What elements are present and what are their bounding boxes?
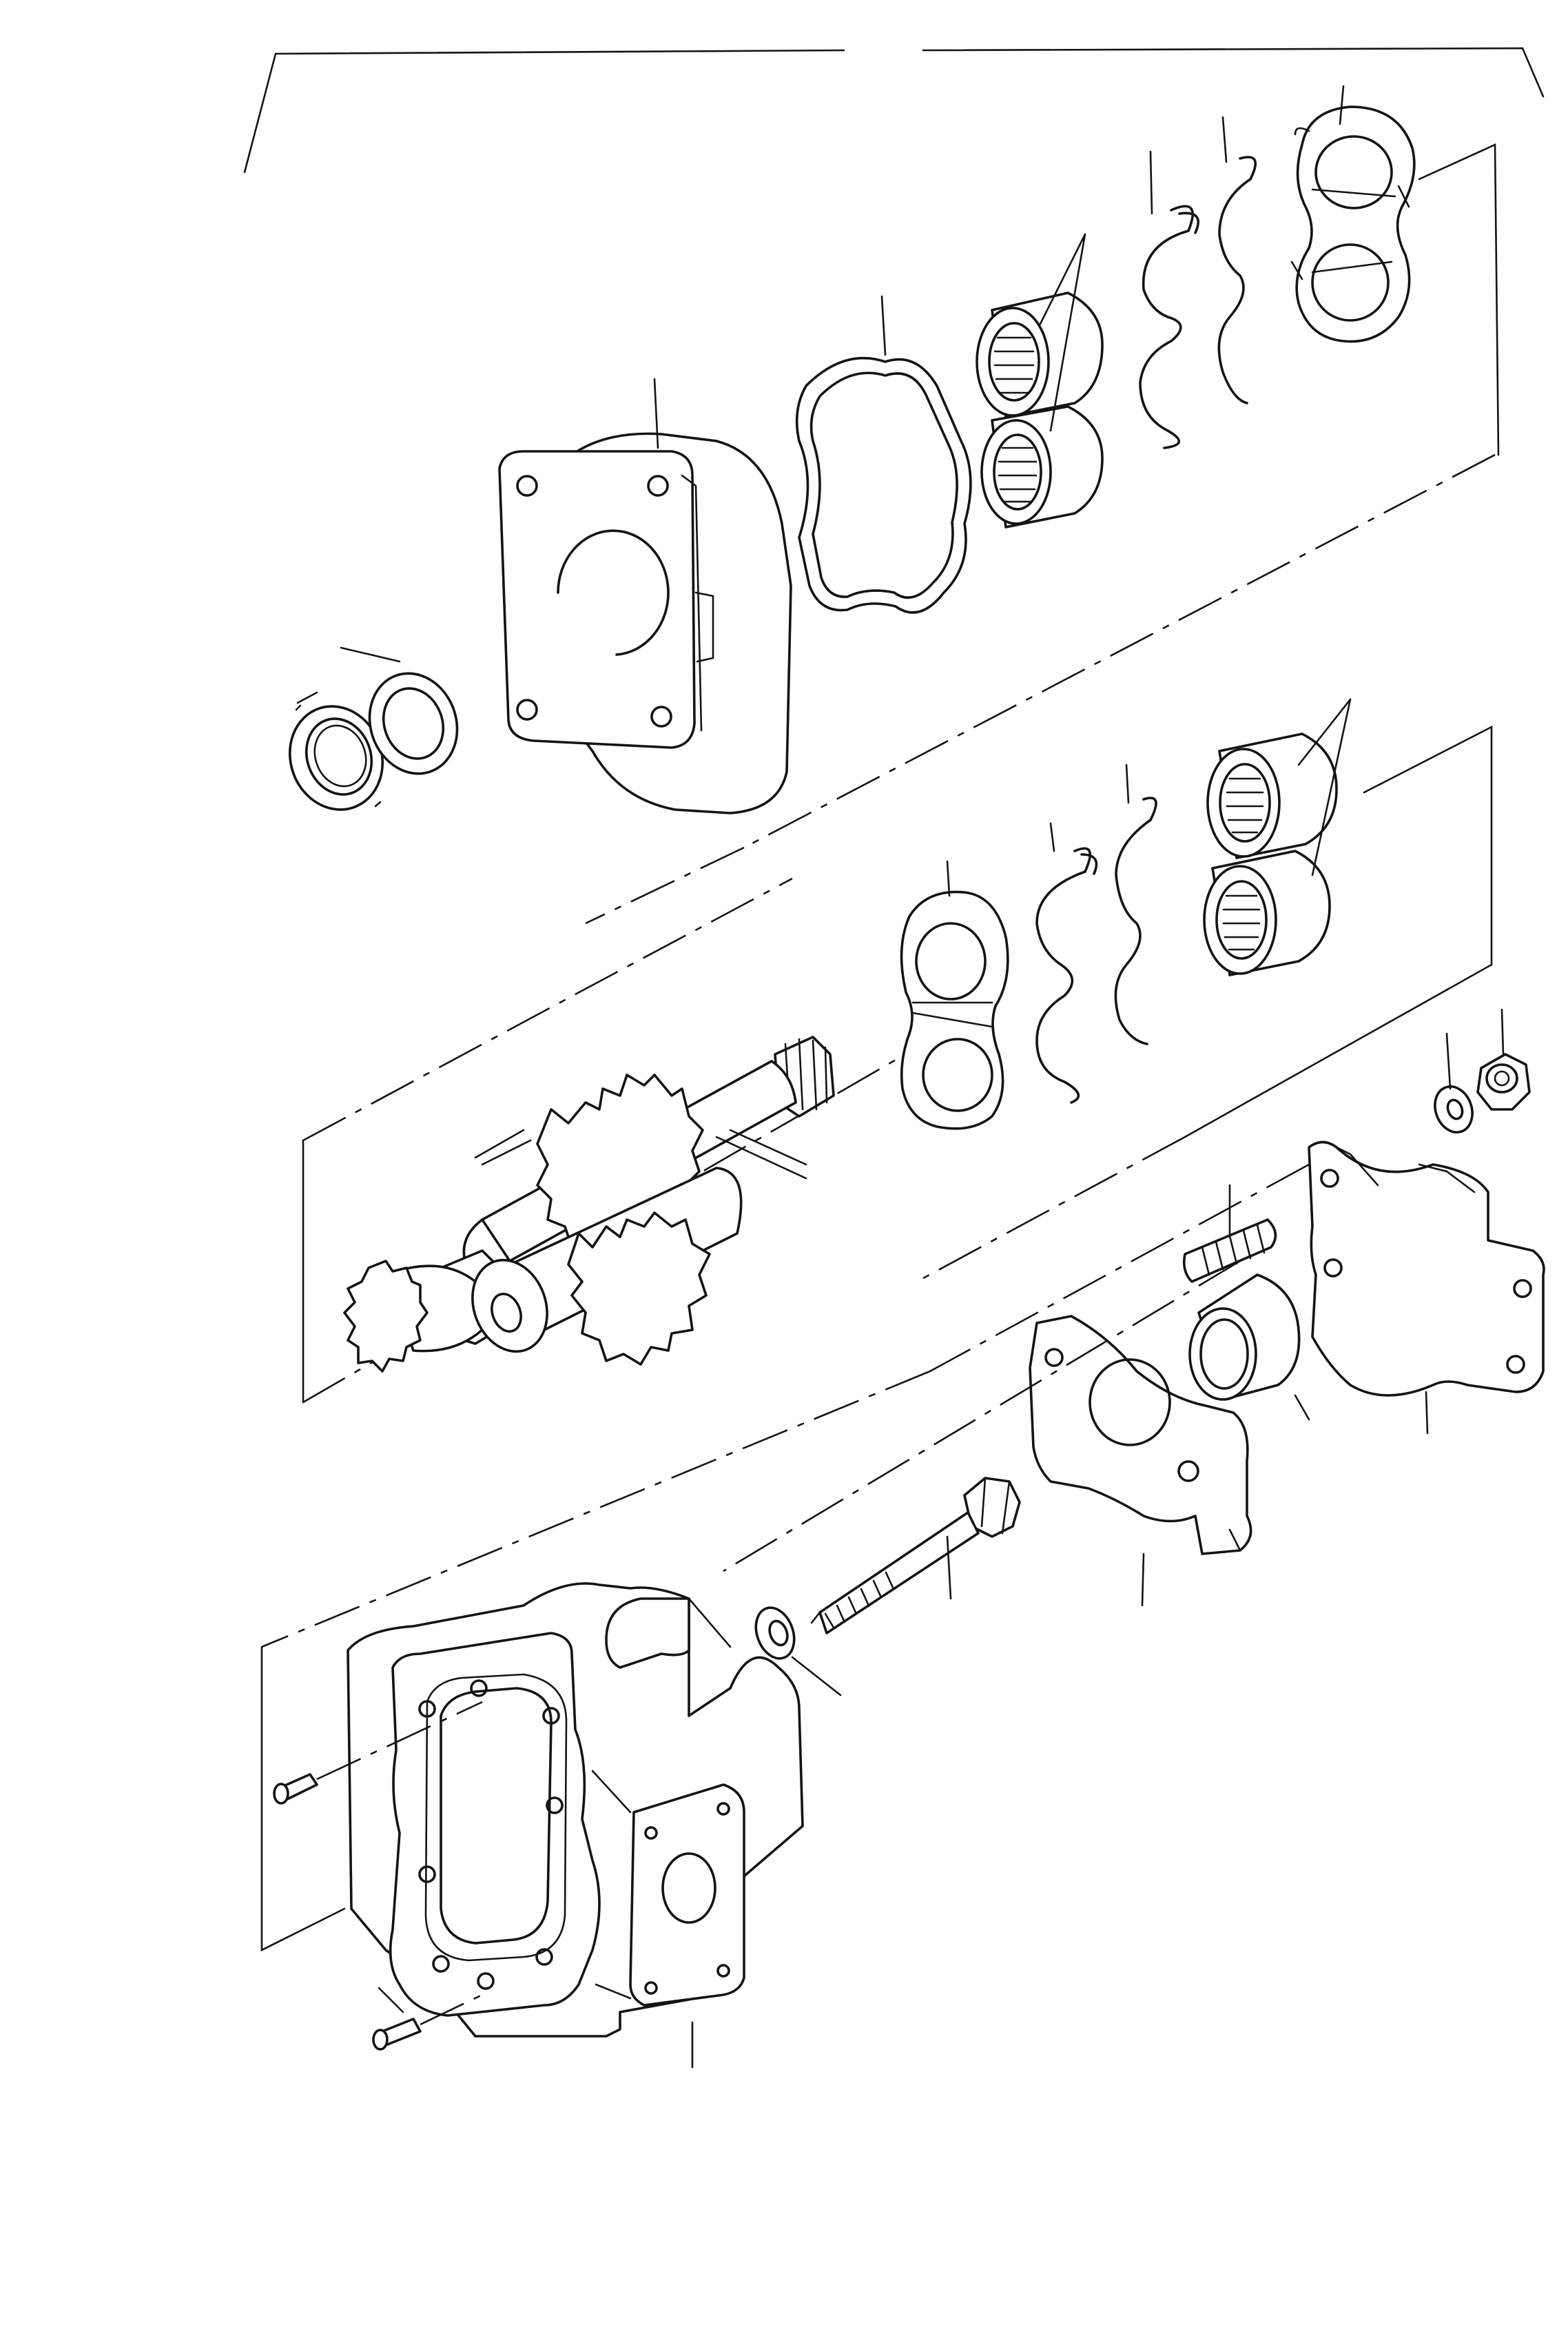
seal-ring [368,672,459,775]
long-bolt [810,1477,1021,1634]
bushing [1188,1273,1301,1401]
wire-seal-top-1 [1139,205,1199,449]
wire-seal-top-2 [1217,156,1257,404]
assembly-frame-1 [585,143,1500,925]
flat-gasket [1029,1315,1252,1555]
dowel-pin-upper [273,1701,483,1805]
needle-bearing-mid-1 [1206,732,1338,859]
assembly-frame-3 [260,1163,1310,1952]
top-assembly-bracket [243,47,1545,174]
body-gasket [795,356,972,614]
pump-body [347,1582,804,2038]
hex-nut [1476,1053,1531,1111]
needle-bearing-top-2 [980,405,1104,529]
wear-plate-mid [900,890,1009,1130]
dowel-pin-lower [372,1993,483,2051]
front-cover [498,432,792,814]
oil-seal [288,704,384,811]
wire-seal-mid-1 [1035,847,1098,1104]
callout-leaders [296,85,1505,2069]
needle-bearing-mid-2 [1203,850,1331,976]
plain-washer [754,1606,796,1660]
driven-gear-shaft [471,1129,807,1366]
rear-cover [1308,1140,1545,1397]
washer-small [1434,1085,1474,1134]
stud-bolt [1182,1218,1277,1283]
wire-seal-mid-2 [1114,797,1157,1045]
needle-bearing-top-1 [976,291,1104,418]
wear-plate-top [1290,105,1416,343]
